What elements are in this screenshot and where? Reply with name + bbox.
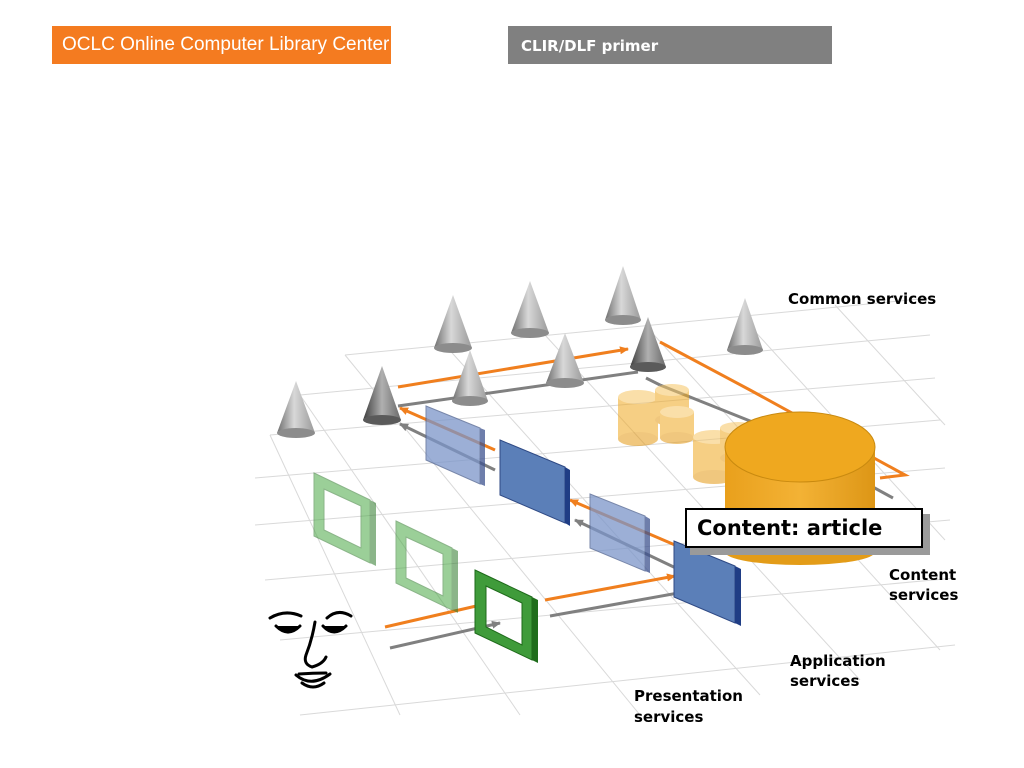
cone xyxy=(277,381,315,438)
content-services-label-line2: services xyxy=(889,586,959,604)
application-services-label-line1: Application xyxy=(790,652,886,670)
cylinder xyxy=(660,406,694,444)
cone xyxy=(546,333,584,388)
app-panel xyxy=(673,540,741,626)
cone xyxy=(363,366,401,425)
cylinder xyxy=(618,390,658,446)
frame xyxy=(395,520,458,613)
frame xyxy=(474,569,538,663)
common-services-label: Common services xyxy=(788,290,937,308)
doc-title-header: CLIR/DLF primer xyxy=(508,26,832,64)
cone xyxy=(727,298,763,355)
org-header: OCLC Online Computer Library Center xyxy=(52,26,391,64)
frame xyxy=(313,472,376,566)
cone xyxy=(605,266,641,325)
cone xyxy=(434,295,472,353)
presentation-services-label-line2: services xyxy=(634,708,704,726)
application-services-label-line2: services xyxy=(790,672,860,690)
cone xyxy=(452,350,488,406)
app-panel xyxy=(499,439,570,526)
content-services-label-line1: Content xyxy=(889,566,957,584)
common-services-cones xyxy=(277,266,763,438)
cone xyxy=(511,281,549,338)
user-face-icon xyxy=(268,611,353,689)
content-article-callout: Content: article xyxy=(685,508,923,548)
presentation-services-label-line1: Presentation xyxy=(634,687,743,705)
app-panel xyxy=(589,493,650,573)
presentation-services-frames xyxy=(313,472,538,663)
cone xyxy=(630,317,666,372)
app-panel xyxy=(425,405,485,486)
application-services-panels xyxy=(425,405,741,626)
